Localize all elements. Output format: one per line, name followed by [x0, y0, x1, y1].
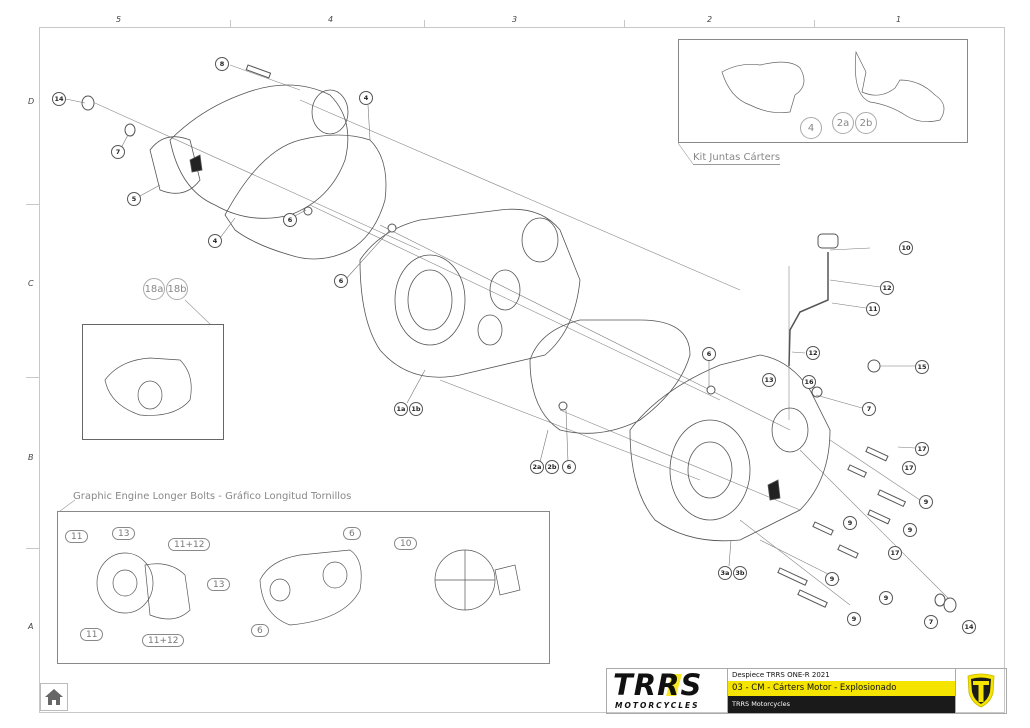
grid-col-label: 5 — [116, 15, 122, 24]
callout-7: 7 — [862, 402, 876, 416]
callout-6: 6 — [562, 460, 576, 474]
home-button[interactable] — [40, 683, 68, 711]
callout-4: 4 — [208, 234, 222, 248]
home-icon — [45, 689, 63, 705]
grid-tick — [814, 20, 815, 27]
bolt-callout: 11 — [80, 628, 104, 641]
callout-2a: 2a — [832, 112, 854, 134]
callout-9: 9 — [825, 572, 839, 586]
grid-tick — [26, 204, 39, 205]
callout-9: 9 — [843, 516, 857, 530]
callout-3a: 3a — [718, 566, 732, 580]
callout-17: 17 — [902, 461, 916, 475]
bolts-graphic-label: Graphic Engine Longer Bolts - Gráfico Lo… — [73, 491, 352, 502]
callout-16: 16 — [802, 375, 816, 389]
shield-icon — [967, 673, 995, 708]
bolt-callout: 11+12 — [168, 538, 211, 551]
gasket-kit-label: Kit Juntas Cárters — [693, 152, 781, 165]
callout-9: 9 — [903, 523, 917, 537]
callout-10: 10 — [899, 241, 913, 255]
grid-row-label: B — [28, 453, 34, 462]
callout-18b: 18b — [166, 278, 188, 300]
callout-7: 7 — [111, 145, 125, 159]
callout-2b: 2b — [545, 460, 559, 474]
callout-3b: 3b — [733, 566, 747, 580]
callout-12: 12 — [880, 281, 894, 295]
callout-14: 14 — [962, 620, 976, 634]
trrs-logo-subtitle: MOTORCYCLES — [615, 701, 700, 710]
bolt-callout: 10 — [394, 537, 418, 550]
callout-9: 9 — [919, 495, 933, 509]
bolt-callout: 13 — [112, 527, 136, 540]
assembly-inset-panel — [82, 324, 224, 440]
callout-1b: 1b — [409, 402, 423, 416]
trrs-logo: TRRS MOTORCYCLES — [607, 669, 728, 713]
callout-8: 8 — [215, 57, 229, 71]
grid-tick — [624, 20, 625, 27]
callout-9: 9 — [879, 591, 893, 605]
callout-17: 17 — [915, 442, 929, 456]
grid-tick — [26, 377, 39, 378]
bolt-callout: 13 — [207, 578, 231, 591]
callout-2a: 2a — [530, 460, 544, 474]
callout-18a: 18a — [143, 278, 165, 300]
grid-row-label: C — [28, 279, 34, 288]
bolts-graphic-panel — [57, 511, 550, 664]
callout-2b: 2b — [855, 112, 877, 134]
section-title: 03 - CM - Cárters Motor - Explosionado — [728, 681, 955, 696]
callout-4: 4 — [800, 117, 822, 139]
trrs-shield-logo — [955, 669, 1006, 713]
document-title: Despiece TRRS ONE-R 2021 — [732, 671, 830, 679]
trrs-logo-wordmark: TRRS — [613, 668, 703, 702]
grid-col-label: 2 — [707, 15, 713, 24]
grid-tick — [424, 20, 425, 27]
grid-tick — [26, 548, 39, 549]
grid-row-label: D — [28, 97, 35, 106]
title-block: TRRS MOTORCYCLES Despiece TRRS ONE-R 202… — [606, 668, 1007, 714]
callout-14: 14 — [52, 92, 66, 106]
bolt-callout: 11 — [65, 530, 89, 543]
callout-13: 13 — [762, 373, 776, 387]
grid-col-label: 3 — [512, 15, 518, 24]
gasket-kit-panel — [678, 39, 968, 143]
callout-11: 11 — [866, 302, 880, 316]
bolt-callout: 6 — [251, 624, 269, 637]
callout-9: 9 — [847, 612, 861, 626]
callout-12: 12 — [806, 346, 820, 360]
bolt-callout: 6 — [343, 527, 361, 540]
callout-1a: 1a — [394, 402, 408, 416]
callout-6: 6 — [334, 274, 348, 288]
callout-6: 6 — [702, 347, 716, 361]
company-name: TRRS Motorcycles — [728, 696, 955, 713]
drawing-frame — [39, 27, 1005, 713]
callout-7: 7 — [924, 615, 938, 629]
grid-col-label: 4 — [328, 15, 334, 24]
callout-17: 17 — [888, 546, 902, 560]
callout-4: 4 — [359, 91, 373, 105]
grid-col-label: 1 — [896, 15, 902, 24]
grid-row-label: A — [28, 622, 34, 631]
callout-5: 5 — [127, 192, 141, 206]
bolt-callout: 11+12 — [142, 634, 185, 647]
callout-6: 6 — [283, 213, 297, 227]
grid-tick — [230, 20, 231, 27]
callout-15: 15 — [915, 360, 929, 374]
